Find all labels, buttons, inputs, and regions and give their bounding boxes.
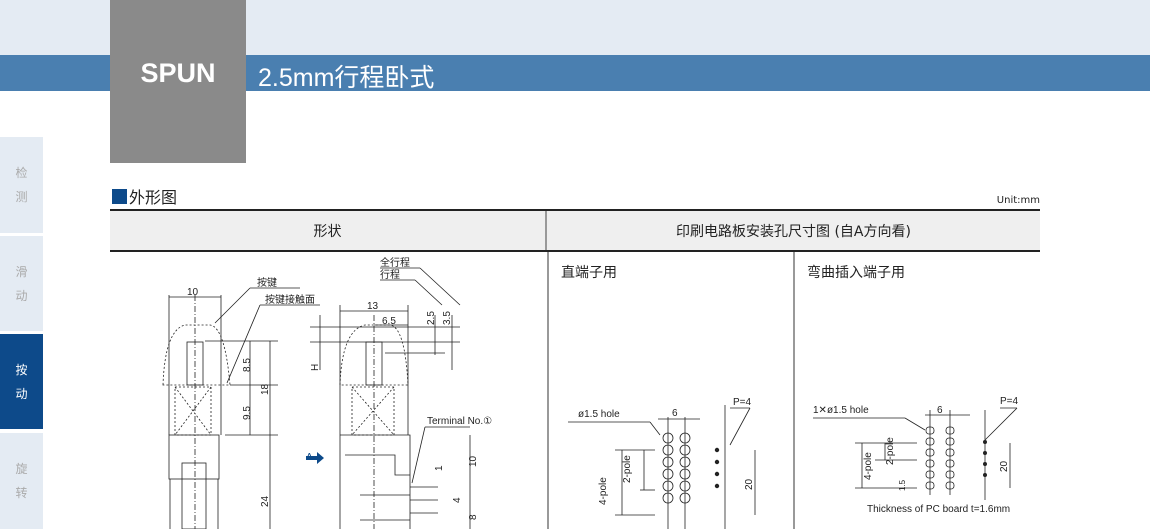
label-a: A (306, 452, 313, 463)
sub-straight: 直端子用 (561, 265, 617, 281)
header-pcb: 印刷电路板安装孔尺寸图 (自A方向看) (676, 223, 911, 240)
dim-h: H (310, 364, 321, 371)
pcb-bent-drawing: 1✕ø1.5 hole 6 P=4 4-pole 2-pole 20 1.5 T… (813, 396, 1019, 515)
dim-20: 20 (999, 460, 1010, 472)
pole2-label: 2-pole (622, 455, 633, 483)
dim-24: 24 (260, 495, 271, 507)
dim-3-5: 3.5 (442, 311, 453, 325)
section-title: 外形图 (129, 188, 178, 207)
dim-6: 6 (937, 405, 943, 416)
arrow-a-icon (306, 452, 324, 464)
dim-6-5: 6.5 (382, 316, 396, 327)
pole4-label: 4-pole (863, 452, 874, 480)
label-key: 按键 (257, 276, 277, 289)
dim-20: 20 (744, 478, 755, 490)
outline-drawing: 10 按键 按键接触面 8.5 9.5 18 24 A 13 6.5 2.5 3… (162, 256, 492, 529)
dim-8: 8 (468, 514, 479, 520)
label-full-travel: 全行程 (380, 256, 410, 269)
dim-10b: 10 (468, 455, 479, 467)
series-box (110, 0, 246, 163)
dim-2-5: 2.5 (426, 311, 437, 325)
dim-9-5: 9.5 (242, 406, 253, 420)
sidebar-item-detect[interactable]: 检测 (0, 137, 43, 233)
divider (793, 252, 795, 529)
label-contact: 按键接触面 (265, 293, 315, 306)
sub-bent: 弯曲插入端子用 (807, 265, 905, 281)
dim-1: 1 (434, 465, 445, 471)
section-heading: 外形图 (112, 184, 177, 208)
sidebar-item-rotate[interactable]: 旋转 (0, 433, 43, 529)
pcb-straight-drawing: ø1.5 hole 6 P=4 4-pole 2-pole 20 (568, 397, 756, 529)
sidebar-item-slide[interactable]: 滑动 (0, 236, 43, 331)
pitch-label: P=4 (733, 397, 752, 408)
dim-6: 6 (672, 408, 678, 419)
hole-label: 1✕ø1.5 hole (813, 405, 869, 416)
square-icon (112, 188, 127, 204)
sidebar-label: 转 (15, 486, 28, 500)
sidebar-label: 按 (15, 362, 28, 377)
hole-label: ø1.5 hole (578, 409, 620, 420)
label-travel: 行程 (380, 268, 400, 281)
sidebar-label: 动 (15, 386, 28, 401)
pitch-label: P=4 (1000, 396, 1019, 407)
header-shape: 形状 (110, 211, 547, 250)
table-header: 形状 印刷电路板安装孔尺寸图 (自A方向看) (110, 209, 1040, 252)
series-code: SPUN (140, 58, 216, 88)
dim-4: 4 (452, 497, 463, 503)
divider (547, 252, 549, 529)
dim-10: 10 (187, 287, 199, 298)
sidebar-label: 检 (15, 166, 28, 180)
sidebar-label: 测 (15, 190, 28, 204)
thickness-note: Thickness of PC board t=1.6mm (867, 504, 1010, 515)
label-terminal: Terminal No.① (427, 416, 492, 427)
dim-1-5: 1.5 (898, 479, 907, 491)
page-title: 2.5mm行程卧式 (258, 64, 435, 92)
unit-label: Unit:mm (996, 195, 1040, 206)
sidebar-label: 动 (15, 288, 28, 303)
pole2-label: 2-pole (885, 437, 896, 465)
dim-13: 13 (367, 301, 379, 312)
dim-8-5: 8.5 (242, 358, 253, 372)
sidebar-item-push[interactable]: 按动 (0, 334, 43, 429)
holes-bent (925, 426, 987, 490)
dim-18: 18 (260, 383, 271, 395)
holes-straight (662, 432, 720, 504)
sidebar-label: 滑 (15, 264, 28, 279)
pole4-label: 4-pole (598, 477, 609, 505)
sidebar-label: 旋 (15, 462, 28, 476)
